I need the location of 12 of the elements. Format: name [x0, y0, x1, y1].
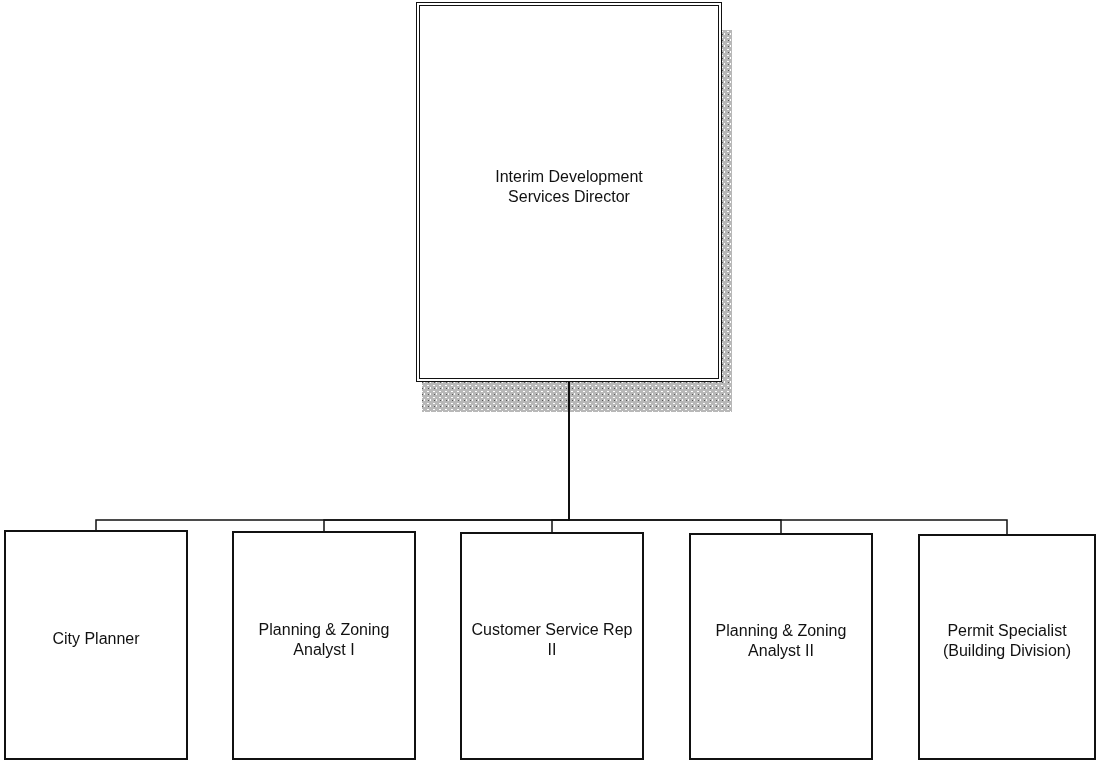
- position-box: [689, 533, 873, 760]
- position-box: [232, 531, 416, 760]
- position-title: Planning & Zoning Analyst II: [714, 620, 848, 661]
- director-box: [416, 2, 722, 382]
- position-box: [918, 534, 1096, 760]
- position-title: City Planner: [52, 629, 140, 649]
- position-title: Planning & Zoning Analyst I: [257, 619, 391, 660]
- position-box: [460, 532, 644, 760]
- position-title: Customer Service Rep II: [470, 620, 634, 660]
- position-title: Interim Development Services Director: [494, 167, 644, 207]
- position-title: Permit Specialist (Building Division): [941, 621, 1072, 661]
- position-box: [4, 530, 188, 760]
